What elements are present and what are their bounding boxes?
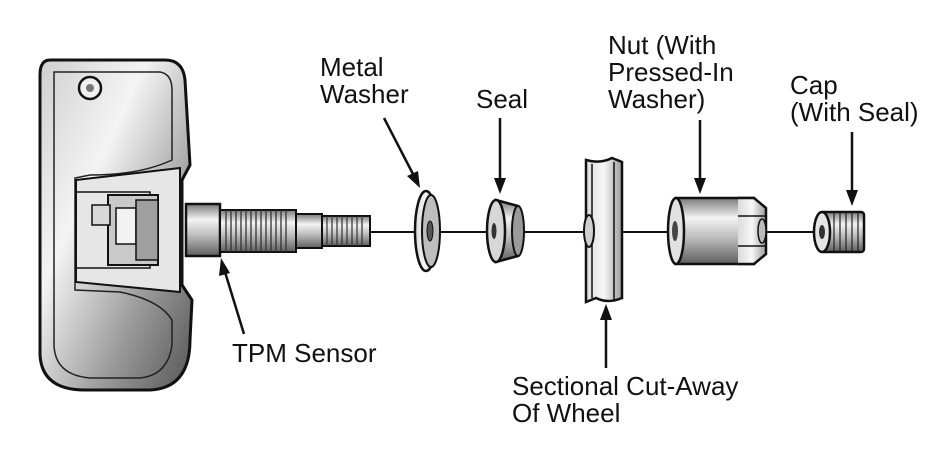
metal-washer [413,189,441,273]
arrow-cap [846,132,858,206]
valve-stem [184,202,371,258]
arrow-seal [494,118,506,194]
label-nut: Nut (With Pressed-In Washer) [608,30,734,114]
label-seal: Seal [476,84,529,114]
nut-with-washer [666,196,768,266]
tpm-sensor-body [38,58,194,392]
leader-arrows [219,117,858,368]
cap-with-seal [812,210,866,254]
arrow-nut [694,120,706,194]
label-cap: Cap (With Seal) [790,70,919,127]
arrow-wheel [600,304,612,368]
label-metal-washer: Metal Washer [320,52,409,109]
wheel-cross-section [583,156,624,304]
arrow-tpm-sensor [219,258,246,335]
label-tpm-sensor: TPM Sensor [232,338,377,368]
seal [485,198,525,264]
label-wheel: Sectional Cut-Away Of Wheel [512,371,739,428]
arrow-metal-washer [382,117,420,188]
